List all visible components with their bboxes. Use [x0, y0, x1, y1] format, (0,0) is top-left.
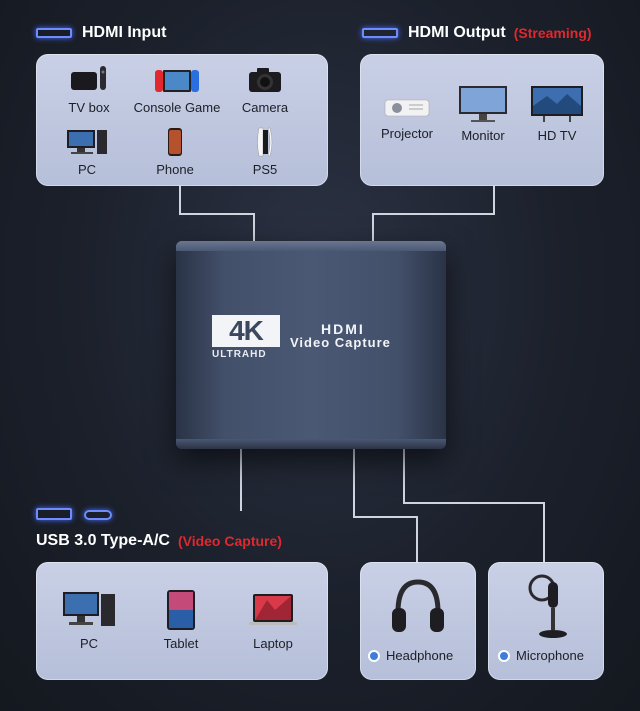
streaming-note: (Streaming) [513, 25, 592, 41]
usb-item-pc: PC [44, 588, 134, 651]
headphone-label-text: Headphone [386, 648, 454, 663]
input-item-pc: PC [42, 126, 132, 177]
output-item-label: Projector [380, 126, 434, 141]
input-item-label: Camera [241, 100, 289, 115]
headphone-icon [392, 579, 444, 632]
monitor-icon [459, 86, 507, 122]
usb-item-tablet: Tablet [136, 588, 226, 651]
4k-badge: 4K [212, 315, 280, 347]
camera-icon [249, 68, 281, 92]
capture-device: 4K ULTRAHD HDMI Video Capture [176, 241, 446, 449]
projector-icon [384, 99, 430, 117]
output-item-monitor: Monitor [438, 84, 528, 143]
input-item-label: Console Game [133, 100, 221, 115]
usb-title-text: USB 3.0 Type-A/C [36, 532, 170, 549]
pc-icon [67, 130, 107, 154]
output-item-label: HD TV [537, 128, 577, 143]
output-connector-line [372, 213, 495, 215]
hdmi-output-panel: Projector Monitor HD TV [360, 54, 604, 186]
headphone-connector-line [353, 516, 417, 518]
tv-icon [531, 86, 583, 122]
phone-icon [168, 128, 182, 156]
usb-title: USB 3.0 Type-A/C (Video Capture) [36, 532, 282, 550]
ultrahd-label: ULTRAHD [212, 349, 267, 360]
output-item-label: Monitor [461, 128, 505, 143]
input-item-camera: Camera [220, 64, 310, 115]
output-item-projector: Projector [362, 94, 452, 141]
output-item-hd-tv: HD TV [512, 84, 602, 143]
microphone-connector-line [403, 502, 544, 504]
hdmi-input-title-text: HDMI Input [82, 24, 167, 41]
headphone-label: Headphone [368, 648, 453, 663]
headphone-connector-line [353, 449, 355, 517]
hdmi-port-icon [36, 28, 72, 38]
hdmi-input-title: HDMI Input [36, 24, 166, 42]
input-connector-line [179, 213, 254, 215]
input-connector-line [253, 213, 255, 241]
input-item-tv-box: TV box [44, 64, 134, 115]
headphone-connector-line [416, 516, 418, 562]
hdmi-input-panel: TV box Console Game Camera PC [36, 54, 328, 186]
video-capture-note: (Video Capture) [177, 533, 282, 549]
usb-a-port-icon [36, 508, 72, 520]
tv-box-icon [71, 66, 106, 90]
usb-item-label: Laptop [253, 636, 293, 651]
usb-c-port-icon [84, 510, 112, 520]
hdmi-output-title-text: HDMI Output [408, 24, 506, 41]
input-item-label: Phone [156, 162, 194, 177]
ps5-icon [257, 127, 273, 157]
microphone-bullet-icon [498, 649, 510, 662]
input-item-label: PC [77, 162, 97, 177]
usb-panel: PC Tablet Laptop [36, 562, 328, 680]
usb-item-label: PC [79, 636, 99, 651]
microphone-label: Microphone [498, 648, 584, 663]
microphone-connector-line [543, 502, 545, 562]
usb-item-label: Tablet [163, 636, 199, 651]
microphone-panel: Microphone [488, 562, 604, 680]
microphone-label-text: Microphone [516, 648, 584, 663]
pc-icon [63, 592, 115, 626]
input-item-phone: Phone [130, 126, 220, 177]
input-item-ps5: PS5 [220, 126, 310, 177]
input-item-console-game: Console Game [132, 64, 222, 115]
microphone-icon [528, 574, 567, 638]
microphone-connector-line [403, 449, 405, 503]
laptop-icon [249, 594, 297, 625]
headphone-bullet-icon [368, 649, 380, 662]
hdmi-port-icon [362, 28, 398, 38]
output-connector-line [372, 213, 374, 241]
usb-connector-line [240, 449, 242, 511]
game-console-icon [155, 70, 199, 92]
output-connector-line [493, 186, 495, 214]
device-name: Video Capture [290, 335, 391, 350]
tablet-icon [167, 590, 195, 630]
usb-item-laptop: Laptop [228, 588, 318, 651]
input-item-label: PS5 [252, 162, 278, 177]
input-connector-line [179, 186, 181, 214]
hdmi-output-title: HDMI Output (Streaming) [362, 24, 592, 42]
headphone-panel: Headphone [360, 562, 476, 680]
input-item-label: TV box [68, 100, 110, 115]
hdmi-brand: HDMI [321, 321, 365, 337]
